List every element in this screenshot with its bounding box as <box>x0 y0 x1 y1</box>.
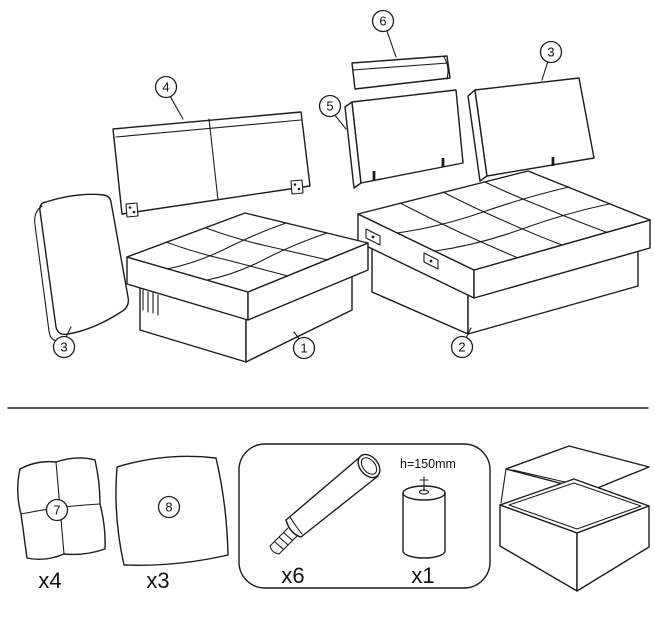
tuft-seam <box>206 232 328 281</box>
leader-line-4 <box>169 95 184 120</box>
callout-2-circle <box>450 335 474 359</box>
bolster-outline <box>351 55 451 90</box>
cylinder-bottom <box>402 550 446 559</box>
latch-dot <box>429 259 433 263</box>
leader-line-3-right <box>541 60 549 81</box>
qty-plain-pillow: x3 <box>146 568 169 593</box>
thread-line <box>273 540 285 551</box>
callout-7-number: 7 <box>53 503 60 518</box>
callout-4-number: 4 <box>162 80 169 95</box>
hinge-bracket-right <box>290 179 304 195</box>
panel-face <box>474 77 595 177</box>
side-panel-left <box>34 193 130 342</box>
bracket-screw-dot <box>297 187 301 191</box>
backrest-panel <box>112 111 311 218</box>
center-back-panel <box>344 89 464 189</box>
backrest-panel-outline <box>112 111 311 215</box>
packaging-box <box>499 445 650 592</box>
bolster-cushion <box>351 55 451 90</box>
leader-line-2 <box>465 327 472 339</box>
stud-end <box>269 545 280 555</box>
callout-8-number: 8 <box>165 500 172 515</box>
backrest-top-seam <box>115 119 302 138</box>
tuft-seam <box>165 241 289 277</box>
hinge-bracket-left <box>125 202 139 218</box>
callout-3-left-circle <box>52 335 76 359</box>
tuft-seam <box>396 186 570 234</box>
leg-body-edge <box>285 456 361 521</box>
bracket-screw-dot <box>128 206 132 209</box>
box-wall-right <box>576 505 650 592</box>
tuft-seam <box>399 202 519 259</box>
box-rim-inner <box>508 482 642 530</box>
callout-3-right-circle <box>539 40 563 64</box>
bolster-crease <box>352 62 449 71</box>
leg-collar <box>289 516 303 535</box>
side-panel-right <box>467 77 595 182</box>
tuft-seam <box>434 203 610 252</box>
tuft-seam <box>205 227 329 261</box>
seat-base-left <box>126 212 369 363</box>
box-lid-hinge <box>500 468 507 504</box>
callout-badges: 6 3 4 5 3 1 2 7 8 <box>45 9 563 522</box>
panel-face <box>39 193 130 336</box>
tuft-seam <box>484 181 607 233</box>
callout-2-number: 2 <box>458 340 465 355</box>
panel-face <box>351 89 464 184</box>
latch-dot <box>371 235 375 239</box>
tuft-seam <box>166 222 287 270</box>
backrest-center-seam <box>208 118 219 201</box>
callout-6-circle <box>371 9 395 33</box>
bracket-screw-dot <box>132 210 136 214</box>
bracket-screw-dot <box>293 183 297 186</box>
callout-3-right-number: 3 <box>547 45 554 60</box>
leader-line-3-left <box>65 326 72 338</box>
callout-1-number: 1 <box>300 341 307 356</box>
callout-8-circle <box>157 495 181 519</box>
seat-base-right <box>357 170 651 335</box>
leg-body-edge <box>300 475 379 538</box>
leader-line-5 <box>333 113 347 130</box>
qty-support-cylinder: x1 <box>411 563 434 588</box>
callout-6-number: 6 <box>379 14 386 29</box>
callout-3-left-number: 3 <box>60 340 67 355</box>
height-dimension-label: h=150mm <box>400 457 456 471</box>
thread-line <box>278 536 289 546</box>
support-cylinder: h=150mm <box>400 457 456 559</box>
qty-leg: x6 <box>281 563 304 588</box>
callout-4-circle <box>154 75 178 99</box>
thread-line <box>282 531 294 542</box>
qty-tufted-pillow: x4 <box>38 568 61 593</box>
leg-top-plate-inner <box>360 457 378 475</box>
leader-line-6 <box>386 30 397 58</box>
bolster-end-curve <box>443 56 449 80</box>
sofa-leg <box>269 453 381 555</box>
tuft-seam <box>442 191 563 246</box>
callout-5-circle <box>318 94 342 118</box>
leg-bottom-cap <box>285 519 302 538</box>
callout-1-circle <box>292 336 316 360</box>
callout-5-number: 5 <box>326 99 333 114</box>
callout-7-circle <box>45 498 69 522</box>
